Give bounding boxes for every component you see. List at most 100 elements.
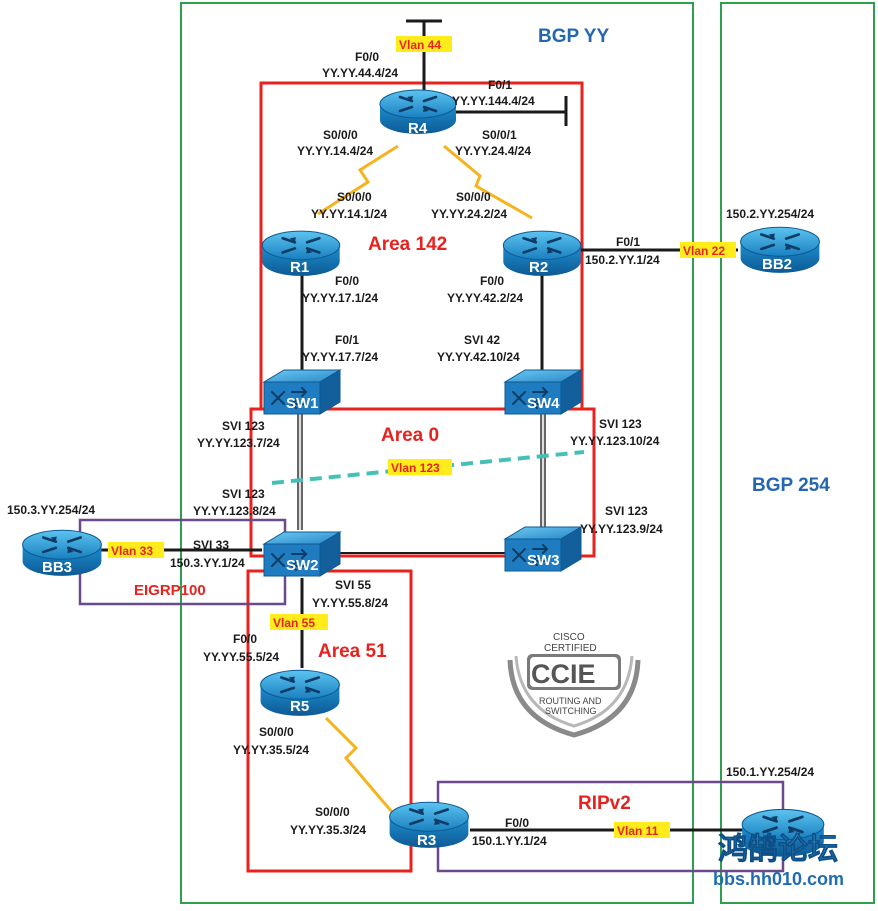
vlan-11-tag: Vlan 11	[617, 824, 659, 838]
sw4-svi42-ip: YY.YY.42.10/24	[437, 350, 520, 364]
switch-sw2[interactable]: SW2	[263, 531, 341, 577]
router-bb3[interactable]: BB3	[21, 528, 103, 578]
router-r5-label: R5	[290, 698, 309, 715]
r4-f01-name: F0/1	[488, 78, 512, 92]
r2-f00-ip: YY.YY.42.2/24	[447, 291, 523, 305]
area-51-label: Area 51	[318, 641, 387, 662]
r2-f01-name: F0/1	[616, 235, 640, 249]
router-r5[interactable]: R5	[259, 668, 341, 718]
router-r1-label: R1	[290, 259, 309, 276]
router-bb3-label: BB3	[42, 559, 72, 576]
area-0-label: Area 0	[381, 425, 439, 446]
area-0-box	[249, 407, 596, 558]
r1-f00-name: F0/0	[335, 274, 359, 288]
sw1-f01-name: F0/1	[335, 333, 359, 347]
bb3-ip: 150.3.YY.254/24	[7, 503, 95, 517]
router-r1[interactable]: R1	[260, 229, 342, 278]
r3-s000-ip: YY.YY.35.3/24	[290, 823, 366, 837]
watermark-url: bbs.hh010.com	[713, 869, 844, 889]
router-r2[interactable]: R2	[501, 229, 583, 278]
r5-f00-name: F0/0	[233, 632, 257, 646]
sw4-svi123-ip: YY.YY.123.10/24	[570, 434, 660, 448]
r5-s000-name: S0/0/0	[259, 725, 294, 739]
switch-sw1-label: SW1	[286, 395, 319, 412]
sw2-svi123-name: SVI 123	[222, 487, 265, 501]
router-bb2-label: BB2	[762, 256, 792, 273]
r4-s001-ip: YY.YY.24.4/24	[455, 144, 531, 158]
switch-sw1[interactable]: SW1	[263, 369, 341, 415]
sw1-svi123-name: SVI 123	[222, 419, 265, 433]
sw3-svi123-ip: YY.YY.123.9/24	[580, 522, 663, 536]
r1-s000-ip: YY.YY.14.1/24	[311, 207, 387, 221]
router-r2-label: R2	[529, 259, 548, 276]
vlan-123-tag: Vlan 123	[391, 461, 440, 475]
area-142-label: Area 142	[368, 234, 447, 255]
switch-sw4-label: SW4	[527, 395, 560, 412]
r4-s000-ip: YY.YY.14.4/24	[297, 144, 373, 158]
r2-f00-name: F0/0	[480, 274, 504, 288]
sw1-f01-ip: YY.YY.17.7/24	[302, 350, 378, 364]
ccie-main: CCIE	[531, 659, 596, 689]
sw2-svi33-ip: 150.3.YY.1/24	[170, 556, 245, 570]
router-r3[interactable]: R3	[388, 800, 470, 850]
bgp-254-box	[720, 2, 875, 904]
serial-r5-r3	[324, 716, 394, 813]
sw2-svi55-name: SVI 55	[335, 578, 371, 592]
vlan-tags: Vlan 44 Vlan 22 Vlan 123 Vlan 33 Vlan 55…	[108, 36, 736, 838]
ccie-line3: ROUTING AND	[539, 696, 602, 706]
ccie-line1: CISCO	[553, 632, 585, 643]
sw4-svi42-name: SVI 42	[464, 333, 500, 347]
interface-labels: F0/0 YY.YY.44.4/24 F0/1 YY.YY.144.4/24 S…	[7, 50, 814, 848]
sw4-svi123-name: SVI 123	[599, 417, 642, 431]
switch-sw3[interactable]: SW3	[504, 526, 582, 572]
r4-s001-name: S0/0/1	[482, 128, 517, 142]
watermark-cn: 鸿鹄论坛	[718, 833, 838, 866]
vlan-22-tag: Vlan 22	[683, 244, 725, 258]
bgp-yy-label: BGP YY	[538, 26, 609, 47]
vlan-33-tag: Vlan 33	[111, 544, 153, 558]
vlan-55-tag: Vlan 55	[273, 616, 315, 630]
bb1-ip: 150.1.YY.254/24	[726, 765, 814, 779]
r3-f00-name: F0/0	[505, 816, 529, 830]
r2-s000-name: S0/0/0	[456, 190, 491, 204]
r3-s000-name: S0/0/0	[315, 805, 350, 819]
bgp-yy-box	[180, 2, 694, 904]
router-bb2[interactable]: BB2	[739, 225, 821, 275]
sw1-svi123-ip: YY.YY.123.7/24	[197, 436, 280, 450]
r4-f01-ip: YY.YY.144.4/24	[452, 94, 535, 108]
watermark: 鸿鹄论坛 bbs.hh010.com	[713, 833, 844, 889]
rip-label: RIPv2	[578, 793, 631, 814]
r1-f00-ip: YY.YY.17.1/24	[302, 291, 378, 305]
r1-s000-name: S0/0/0	[337, 190, 372, 204]
router-r4[interactable]: R4	[378, 88, 458, 137]
bb2-ip: 150.2.YY.254/24	[726, 207, 814, 221]
switch-sw3-label: SW3	[527, 552, 560, 569]
r4-s000-name: S0/0/0	[323, 128, 358, 142]
serial-r4-r1	[317, 144, 399, 216]
ccie-line2: CERTIFIED	[544, 643, 597, 654]
switch-sw2-label: SW2	[286, 557, 319, 574]
vlan-44-tag: Vlan 44	[399, 38, 441, 52]
sw2-svi123-ip: YY.YY.123.8/24	[193, 504, 276, 518]
ccie-badge-logo: CISCO CERTIFIED CCIE ROUTING AND SWITCHI…	[507, 632, 641, 738]
r2-f01-ip: 150.2.YY.1/24	[585, 253, 660, 267]
r4-f00-name: F0/0	[355, 50, 379, 64]
serial-r4-r2	[443, 144, 533, 220]
router-r3-label: R3	[417, 832, 436, 849]
sw3-svi123-name: SVI 123	[605, 504, 648, 518]
router-r4-label: R4	[408, 120, 428, 137]
sw2-svi33-name: SVI 33	[193, 538, 229, 552]
r5-f00-ip: YY.YY.55.5/24	[203, 650, 279, 664]
r3-f00-ip: 150.1.YY.1/24	[472, 834, 547, 848]
r4-f00-ip: YY.YY.44.4/24	[322, 66, 398, 80]
ccie-line4: SWITCHING	[545, 706, 597, 716]
switch-sw4[interactable]: SW4	[504, 369, 582, 415]
eigrp-label: EIGRP100	[134, 582, 206, 599]
r2-s000-ip: YY.YY.24.2/24	[431, 207, 507, 221]
area-51-box	[246, 569, 413, 873]
bgp-254-label: BGP 254	[752, 475, 830, 496]
sw2-svi55-ip: YY.YY.55.8/24	[312, 596, 388, 610]
r5-s000-ip: YY.YY.35.5/24	[233, 743, 309, 757]
